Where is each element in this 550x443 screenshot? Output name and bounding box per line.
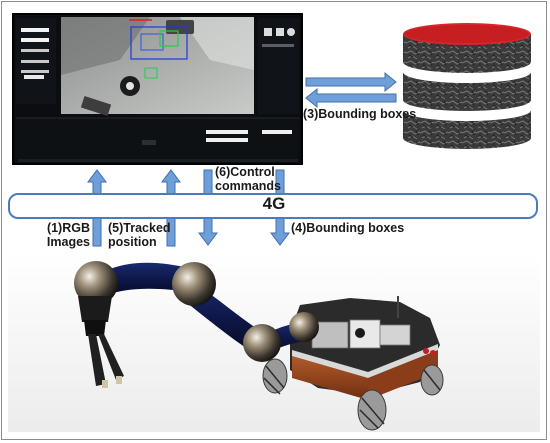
screen-db-arrows [305,71,397,109]
rgb-images-label-line1: (1)RGB [46,221,90,235]
rgb-images-label: (1)RGB Images [40,221,90,249]
bounding-boxes-label-bottom: (4)Bounding boxes [291,221,405,235]
database-stack-icon [403,23,531,149]
arrow-tracked-up-top [161,169,181,195]
network-label-4g: 4G [262,194,286,213]
tracked-position-label-line1: (5)Tracked [108,221,171,235]
mobile-manipulator-robot [8,252,540,432]
tracked-position-label: (5)Tracked position [108,221,171,249]
network-bar [8,193,538,219]
control-commands-label-line1: (6)Control [215,165,275,179]
arrow-to-database [305,71,397,93]
control-commands-label-line2: commands [215,179,281,193]
arrow-control-down-top [203,169,213,195]
control-commands-label: (6)Control commands [215,165,281,193]
tracked-position-label-line2: position [108,235,157,249]
arrow-control-down-bottom [198,217,218,246]
rgb-images-label-line2: Images [46,235,90,249]
bounding-boxes-label-top: (3)Bounding boxes [303,107,417,121]
arrow-bbox-down-bottom [270,217,290,246]
arrow-rgb-up-bottom [92,217,102,247]
arrow-rgb-up-top [87,169,107,195]
arrow-from-database [305,87,397,109]
control-interface-screenshot [12,13,303,165]
